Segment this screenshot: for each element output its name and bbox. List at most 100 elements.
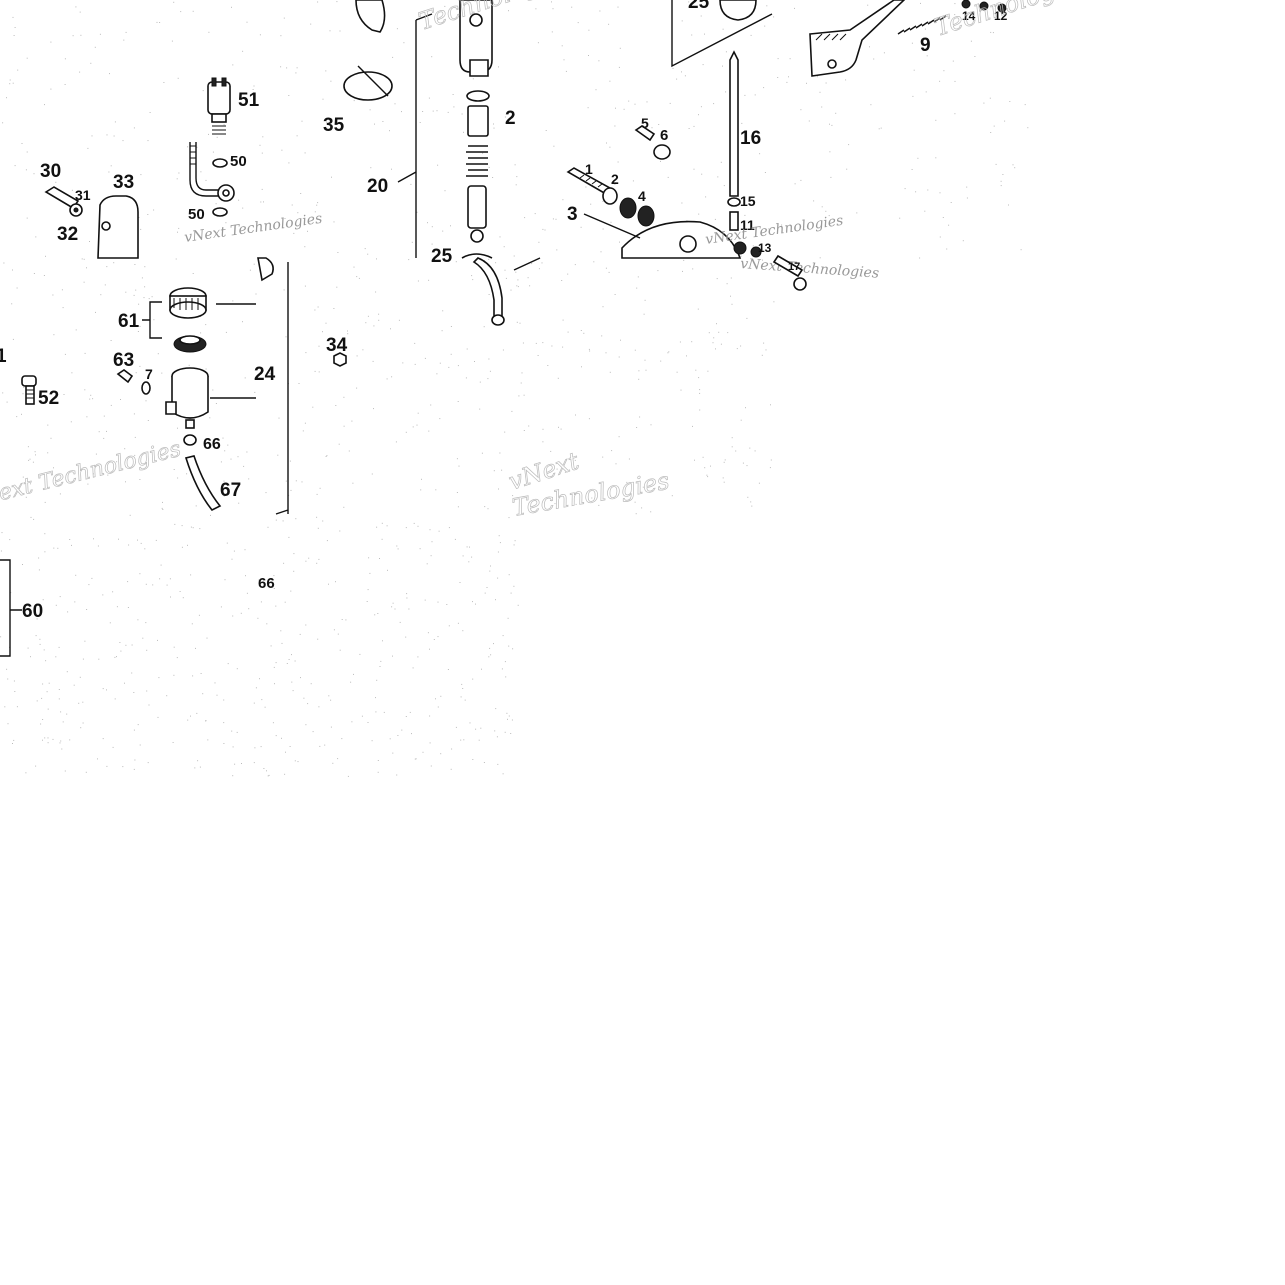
- speckle: [114, 656, 116, 658]
- speckle: [750, 135, 752, 137]
- speckle: [58, 646, 60, 648]
- speckle: [301, 481, 303, 483]
- speckle: [489, 647, 491, 649]
- speckle: [571, 6, 573, 8]
- speckle: [144, 286, 146, 288]
- speckle: [954, 113, 956, 115]
- speckle: [458, 465, 460, 467]
- speckle: [469, 546, 470, 548]
- speckle: [715, 348, 716, 350]
- speckle: [391, 376, 393, 378]
- speckle: [821, 206, 823, 208]
- speckle: [556, 468, 558, 470]
- speckle: [551, 345, 553, 347]
- speckle: [87, 483, 89, 485]
- speckle: [514, 540, 516, 542]
- speckle: [127, 581, 129, 583]
- speckle: [195, 505, 197, 507]
- speckle: [361, 715, 363, 717]
- speckle: [681, 71, 682, 73]
- speckle: [277, 454, 279, 456]
- speckle: [322, 331, 323, 333]
- speckle: [92, 398, 94, 400]
- leader-3: [583, 213, 641, 239]
- speckle: [319, 745, 321, 747]
- speckle: [992, 32, 994, 34]
- speckle: [64, 84, 66, 85]
- speckle: [325, 456, 327, 457]
- speckle: [688, 128, 690, 129]
- speckle: [196, 146, 198, 148]
- speckle: [371, 473, 373, 475]
- speckle: [7, 723, 9, 725]
- speckle: [289, 746, 291, 747]
- label-61: 61: [118, 311, 140, 332]
- speckle: [551, 1, 552, 3]
- speckle: [160, 564, 162, 566]
- speckle: [935, 157, 937, 159]
- speckle: [45, 660, 47, 662]
- bolt-17-icon: [772, 254, 807, 291]
- speckle: [97, 545, 99, 547]
- speckle: [451, 748, 453, 750]
- speckle: [234, 763, 236, 765]
- speckle: [281, 642, 283, 644]
- speckle: [200, 171, 202, 173]
- speckle: [484, 506, 486, 508]
- speckle: [199, 766, 201, 768]
- speckle: [547, 365, 549, 366]
- speckle: [71, 372, 73, 374]
- speckle: [487, 508, 489, 510]
- speckle: [513, 255, 515, 257]
- speckle: [465, 377, 467, 379]
- speckle: [727, 332, 729, 334]
- speckle: [116, 606, 118, 608]
- speckle: [248, 608, 250, 610]
- speckle: [52, 738, 54, 740]
- speckle: [356, 355, 358, 357]
- speckle: [280, 66, 282, 68]
- speckle: [328, 583, 329, 585]
- speckle: [231, 730, 233, 732]
- speckle: [174, 523, 176, 525]
- speckle: [438, 530, 440, 532]
- speckle: [636, 427, 638, 428]
- speckle: [310, 683, 312, 685]
- speckle: [943, 70, 945, 72]
- speckle: [362, 349, 364, 351]
- speckle: [238, 199, 240, 201]
- speckle: [138, 303, 140, 305]
- speckle: [59, 493, 61, 495]
- speckle: [679, 341, 681, 343]
- speckle: [33, 273, 35, 274]
- speckle: [698, 114, 699, 116]
- label-66a: 66: [203, 436, 221, 453]
- speckle: [510, 733, 512, 734]
- bleed-screw-52-icon: [21, 375, 37, 405]
- speckle: [173, 646, 175, 648]
- speckle: [831, 124, 833, 126]
- speckle: [210, 514, 211, 516]
- speckle: [970, 40, 972, 42]
- speckle: [619, 241, 620, 243]
- label-35: 35: [323, 115, 345, 136]
- speckle: [347, 330, 348, 332]
- speckle: [86, 416, 88, 418]
- speckle: [608, 23, 610, 25]
- speckle: [479, 381, 481, 383]
- speckle: [414, 342, 416, 344]
- speckle: [325, 70, 327, 72]
- speckle: [538, 241, 540, 243]
- speckle: [939, 80, 941, 82]
- speckle: [813, 200, 815, 202]
- speckle: [4, 706, 6, 708]
- speckle: [242, 321, 243, 323]
- speckle: [186, 473, 188, 475]
- speckle: [619, 47, 621, 49]
- speckle: [89, 241, 90, 242]
- speckle: [373, 325, 375, 327]
- speckle: [915, 191, 917, 193]
- speckle: [475, 603, 476, 605]
- speckle: [102, 594, 104, 596]
- speckle: [267, 526, 269, 528]
